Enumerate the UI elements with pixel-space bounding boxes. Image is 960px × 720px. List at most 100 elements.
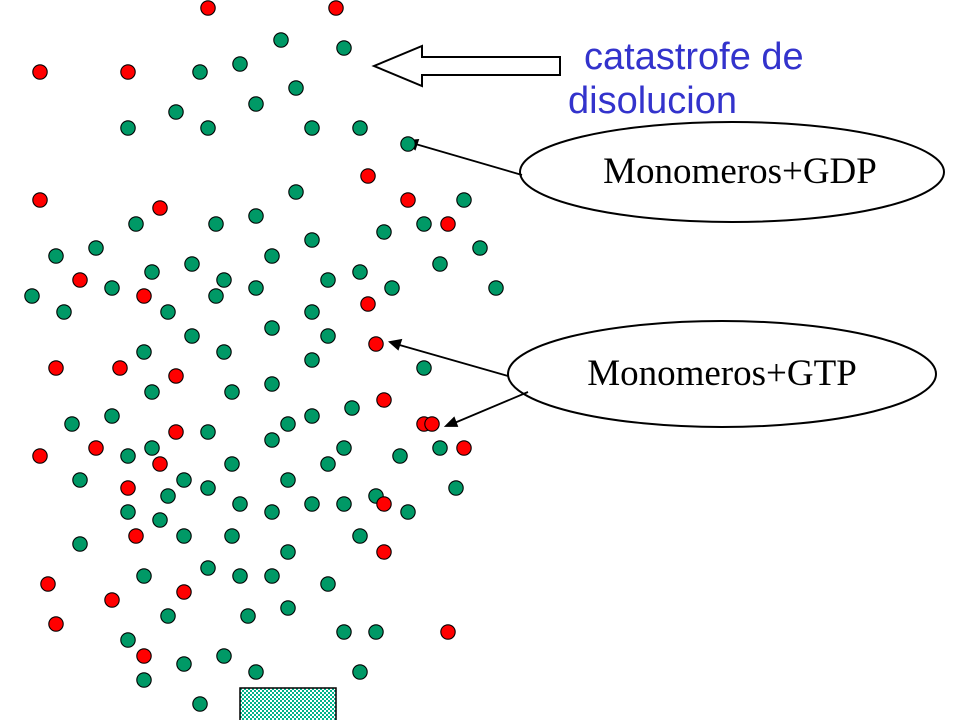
gdp-monomer-dot xyxy=(136,344,152,360)
gdp-monomer-dot xyxy=(192,64,208,80)
gdp-monomer-dot xyxy=(224,384,240,400)
gdp-monomer-dot xyxy=(144,264,160,280)
gdp-monomer-dot xyxy=(56,304,72,320)
gtp-monomer-dot xyxy=(328,0,344,16)
gdp-monomer-dot xyxy=(392,448,408,464)
gdp-monomer-dot xyxy=(224,528,240,544)
gdp-monomer-dot xyxy=(264,376,280,392)
gdp-monomer-dot xyxy=(264,248,280,264)
title-line-2: disolucion xyxy=(568,80,737,122)
gdp-monomer-dot xyxy=(320,456,336,472)
gdp-callout-ellipse xyxy=(519,121,945,223)
gdp-monomer-dot xyxy=(304,352,320,368)
gdp-monomer-dot xyxy=(280,472,296,488)
gdp-monomer-dot xyxy=(416,216,432,232)
gdp-monomer-dot xyxy=(352,120,368,136)
gtp-monomer-dot xyxy=(88,440,104,456)
gtp-monomer-dot xyxy=(128,528,144,544)
gdp-monomer-dot xyxy=(416,360,432,376)
gtp-monomer-dot xyxy=(48,616,64,632)
gtp-monomer-dot xyxy=(400,192,416,208)
gdp-monomer-dot xyxy=(232,568,248,584)
gdp-monomer-dot xyxy=(120,120,136,136)
gdp-monomer-dot xyxy=(104,408,120,424)
gdp-monomer-dot xyxy=(304,496,320,512)
gdp-label: Monomeros+GDP xyxy=(603,151,877,192)
gdp-monomer-dot xyxy=(168,104,184,120)
gdp-monomer-dot xyxy=(248,664,264,680)
gdp-monomer-dot xyxy=(304,120,320,136)
gtp-monomer-dot xyxy=(376,544,392,560)
gdp-monomer-dot xyxy=(384,280,400,296)
gtp-monomer-dot xyxy=(152,200,168,216)
gtp-monomer-dot xyxy=(152,456,168,472)
gdp-monomer-dot xyxy=(160,608,176,624)
gdp-monomer-dot xyxy=(264,568,280,584)
gdp-monomer-dot xyxy=(248,280,264,296)
gtp-monomer-dot xyxy=(376,496,392,512)
gdp-monomer-dot xyxy=(152,512,168,528)
gtp-monomer-dot xyxy=(368,336,384,352)
gdp-monomer-dot xyxy=(72,536,88,552)
gtp-callout-ellipse xyxy=(507,320,937,428)
gdp-monomer-dot xyxy=(288,184,304,200)
gdp-monomer-dot xyxy=(344,400,360,416)
gtp-monomer-dot xyxy=(104,592,120,608)
gdp-monomer-dot xyxy=(248,96,264,112)
gtp-monomer-dot xyxy=(112,360,128,376)
gdp-monomer-dot xyxy=(456,192,472,208)
gdp-monomer-dot xyxy=(320,272,336,288)
gtp-monomer-dot xyxy=(360,168,376,184)
gdp-monomer-dot xyxy=(136,568,152,584)
gtp-monomer-dot xyxy=(120,480,136,496)
gdp-monomer-dot xyxy=(472,240,488,256)
gdp-monomer-dot xyxy=(88,240,104,256)
gtp-monomer-dot xyxy=(376,392,392,408)
gdp-monomer-dot xyxy=(144,440,160,456)
gdp-monomer-dot xyxy=(432,440,448,456)
gdp-monomer-dot xyxy=(232,56,248,72)
gdp-monomer-dot xyxy=(448,480,464,496)
gdp-monomer-dot xyxy=(264,432,280,448)
gdp-monomer-dot xyxy=(273,32,289,48)
gtp-monomer-dot xyxy=(136,648,152,664)
title-line-1: catastrofe de xyxy=(584,36,804,78)
gdp-monomer-dot xyxy=(120,504,136,520)
gdp-monomer-dot xyxy=(136,672,152,688)
gdp-monomer-dot xyxy=(240,608,256,624)
gdp-monomer-dot xyxy=(176,656,192,672)
gtp-monomer-dot xyxy=(176,584,192,600)
gtp-monomer-dot xyxy=(424,416,440,432)
gdp-monomer-dot xyxy=(104,280,120,296)
gdp-monomer-dot xyxy=(336,624,352,640)
gtp-monomer-dot xyxy=(440,216,456,232)
gdp-monomer-dot xyxy=(304,232,320,248)
gdp-monomer-dot xyxy=(264,320,280,336)
gdp-monomer-dot xyxy=(432,256,448,272)
gdp-monomer-dot xyxy=(280,600,296,616)
gdp-monomer-dot xyxy=(216,648,232,664)
gtp-monomer-dot xyxy=(32,192,48,208)
gdp-monomer-dot xyxy=(160,488,176,504)
gdp-monomer-dot xyxy=(208,288,224,304)
gdp-monomer-dot xyxy=(120,448,136,464)
gdp-monomer-dot xyxy=(368,624,384,640)
gtp-monomer-dot xyxy=(456,440,472,456)
gdp-monomer-dot xyxy=(280,416,296,432)
gdp-monomer-dot xyxy=(200,120,216,136)
gdp-monomer-dot xyxy=(232,496,248,512)
microtubule-base xyxy=(239,687,337,720)
gdp-monomer-dot xyxy=(288,80,304,96)
gdp-monomer-dot xyxy=(216,272,232,288)
monomer-dots xyxy=(24,0,504,712)
gdp-monomer-dot xyxy=(64,416,80,432)
gdp-monomer-dot xyxy=(488,280,504,296)
gdp-monomer-dot xyxy=(320,328,336,344)
gtp-monomer-dot xyxy=(200,0,216,16)
gtp-monomer-dot xyxy=(360,296,376,312)
gtp-monomer-dot xyxy=(168,424,184,440)
gdp-monomer-dot xyxy=(184,256,200,272)
gdp-monomer-dot xyxy=(176,528,192,544)
gdp-monomer-dot xyxy=(72,472,88,488)
